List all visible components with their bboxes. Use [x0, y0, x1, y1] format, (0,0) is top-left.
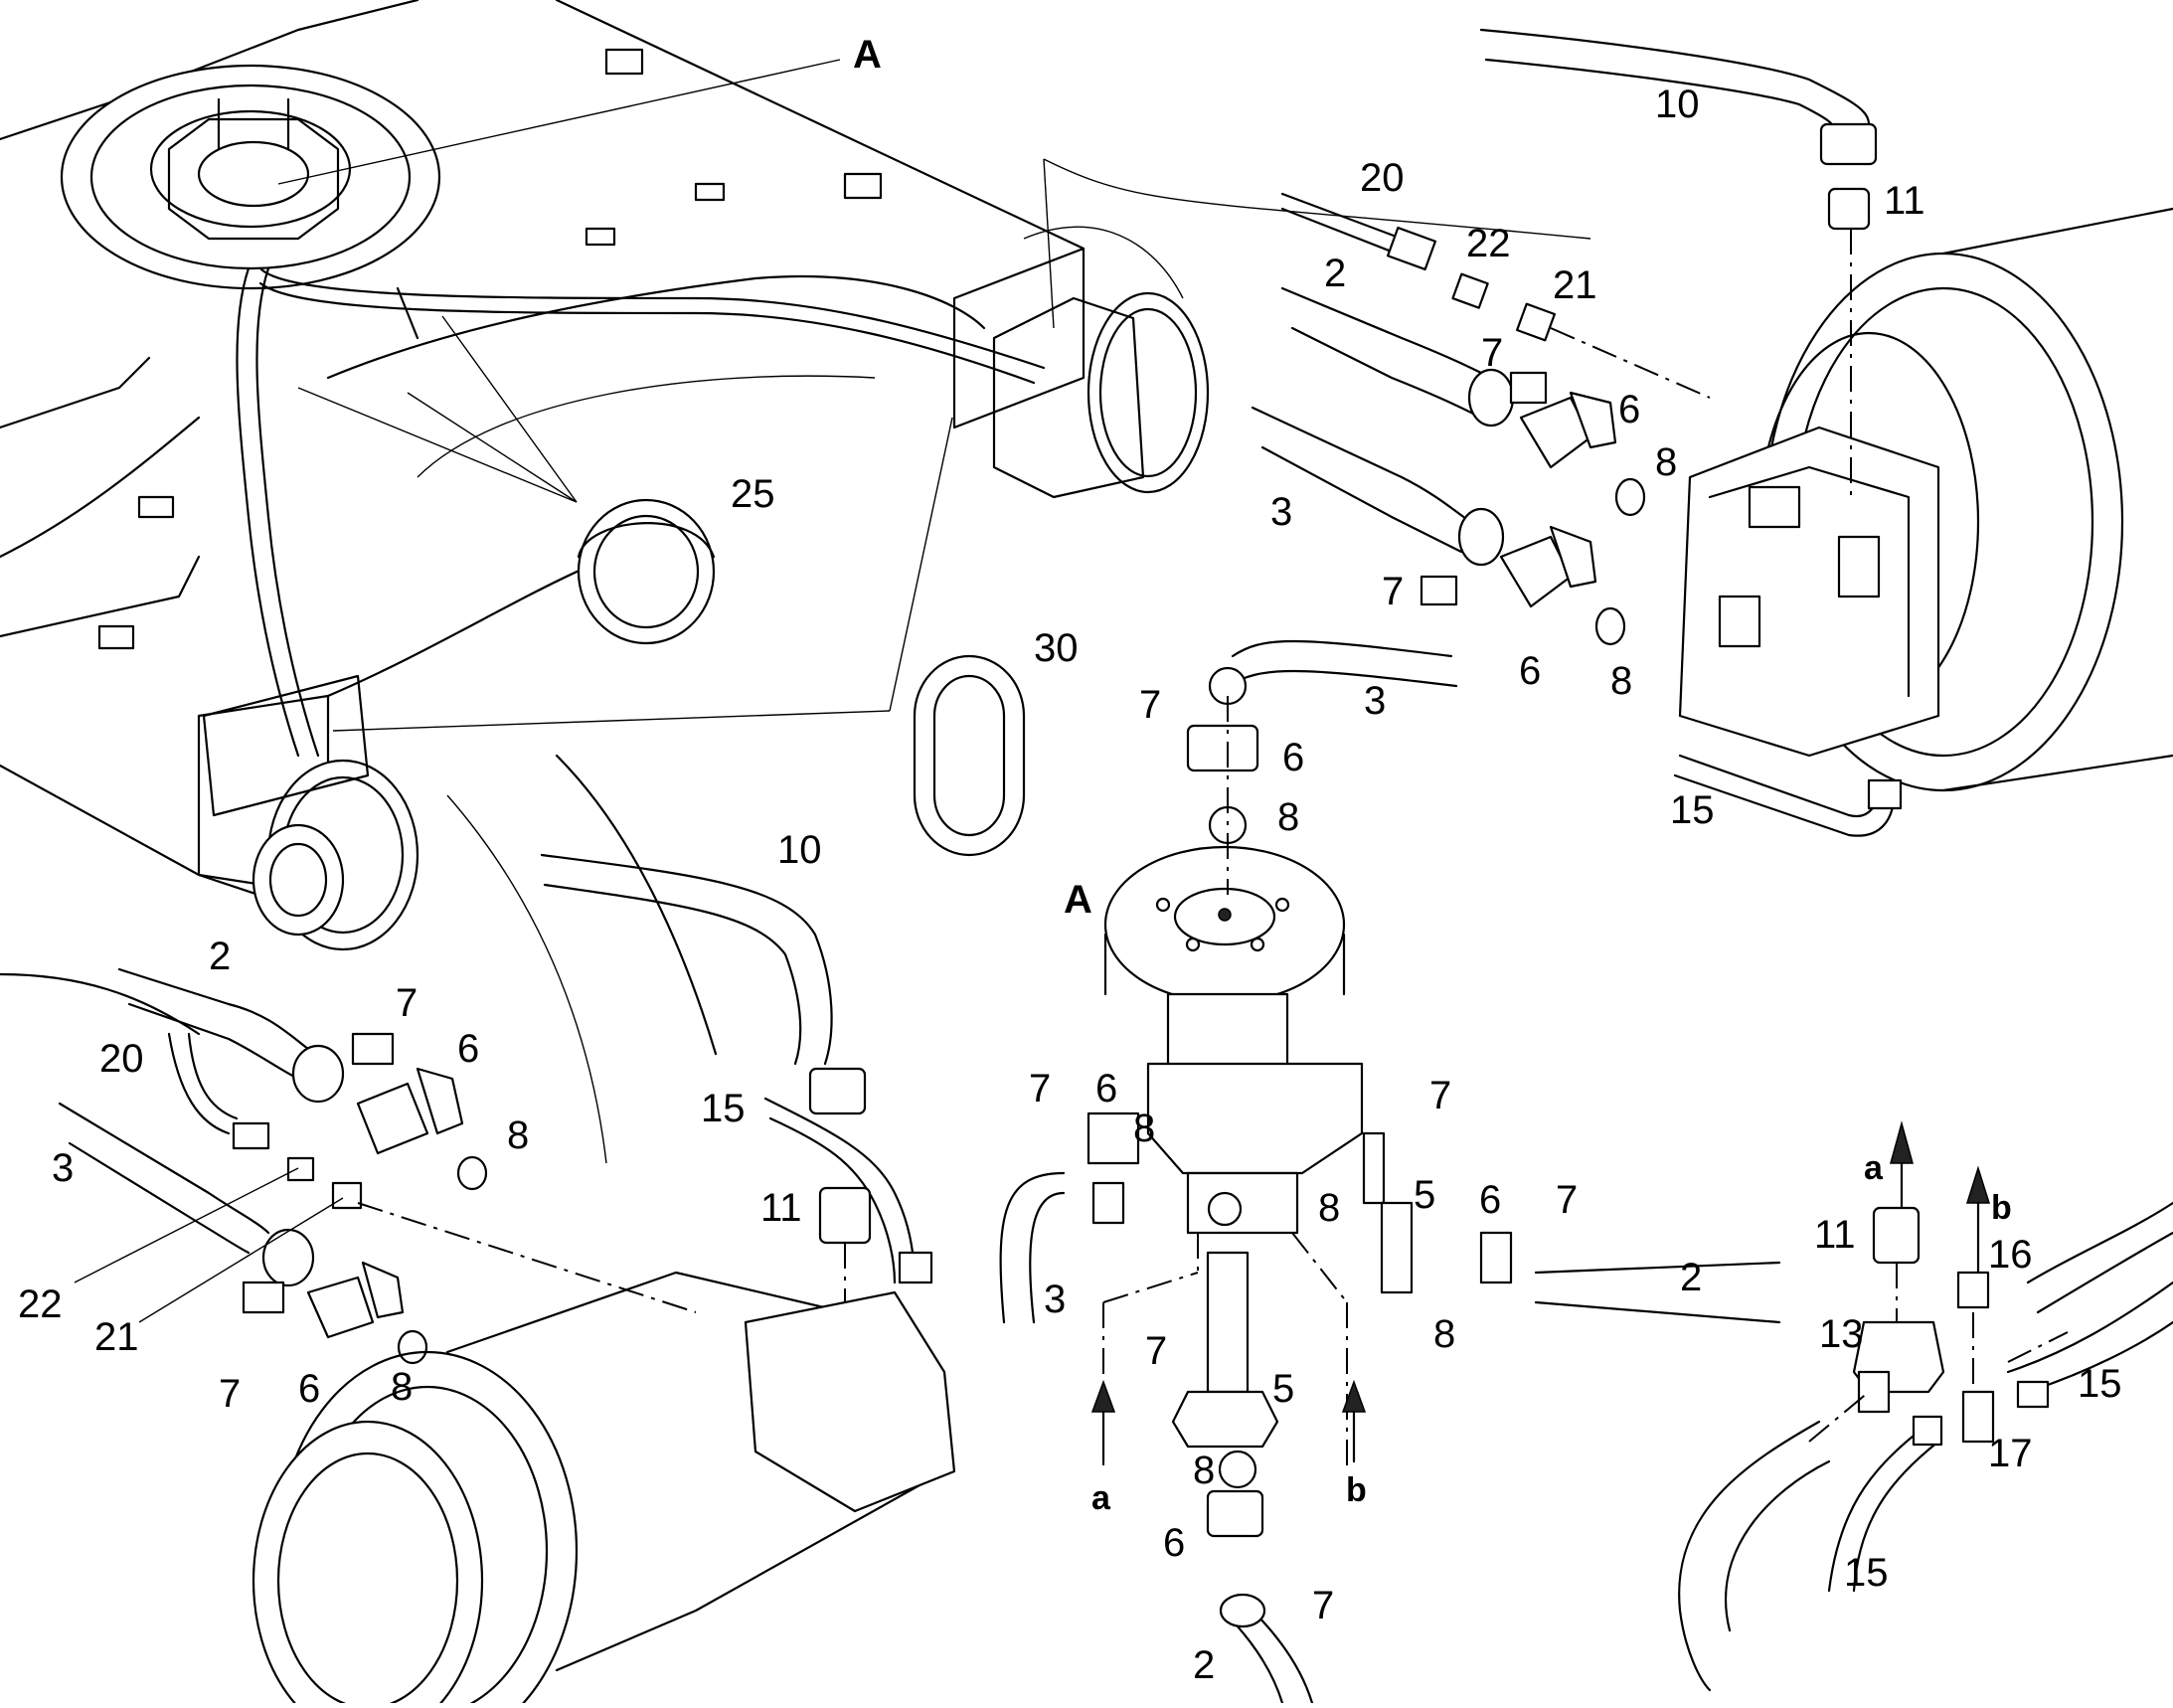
callout-7: 7 — [1429, 1074, 1451, 1117]
leader-lines — [277, 59, 1591, 1164]
callout-7: 7 — [1145, 1329, 1167, 1373]
callout-3: 3 — [52, 1146, 74, 1190]
callout-8: 8 — [1610, 659, 1632, 703]
leader-22-21 — [74, 1167, 344, 1323]
hose-2-center-bottom — [1171, 1251, 1314, 1705]
callout-7: 7 — [396, 981, 418, 1025]
arrow-b — [1341, 1379, 1367, 1463]
callout-13: 13 — [1819, 1312, 1864, 1356]
callout-5: 5 — [1272, 1367, 1294, 1411]
callout-16: 16 — [1988, 1233, 2033, 1277]
callout-5: 5 — [1414, 1173, 1435, 1217]
hydraulic-motor-upper — [1678, 207, 2173, 792]
callout-7: 7 — [1029, 1067, 1051, 1110]
rotary-joint — [1103, 845, 1364, 1235]
callout-21: 21 — [1553, 263, 1597, 307]
callout-25: 25 — [731, 472, 775, 516]
callout-2: 2 — [1324, 252, 1346, 295]
callout-8: 8 — [391, 1365, 413, 1409]
callout-15: 15 — [1670, 788, 1715, 832]
callout-7: 7 — [1382, 570, 1404, 613]
callout-7: 7 — [1139, 683, 1161, 727]
callout-20: 20 — [1360, 156, 1405, 200]
hose-2-left — [117, 967, 488, 1191]
labels: A A 10 11 20 22 21 2 7 6 8 3 7 6 8 15 25… — [18, 33, 2122, 1687]
callout-8: 8 — [1133, 1107, 1155, 1150]
callout-3: 3 — [1364, 679, 1386, 723]
port-label-a: a — [1091, 1479, 1111, 1517]
hose-2-center-right — [1362, 1131, 1781, 1324]
callout-3: 3 — [1044, 1278, 1066, 1321]
callout-20: 20 — [99, 1037, 144, 1081]
callout-15: 15 — [2078, 1362, 2122, 1406]
ring-seal-30 — [913, 654, 1026, 857]
hydraulic-motor-lower — [251, 1271, 956, 1708]
callout-6: 6 — [1519, 649, 1541, 693]
callout-7: 7 — [219, 1372, 241, 1416]
callout-7: 7 — [1481, 331, 1503, 375]
hose-20-left — [167, 1032, 697, 1313]
callout-7: 7 — [1312, 1584, 1334, 1627]
hose-15-top — [1673, 754, 1903, 837]
port-label-a-detail: a — [1864, 1149, 1884, 1187]
callout-8: 8 — [1193, 1449, 1215, 1492]
hose-15-mid — [763, 1097, 933, 1284]
sprocket-lower — [202, 674, 419, 951]
view-label-a-center: A — [1064, 878, 1092, 922]
detail-fittings — [1678, 1201, 2173, 1692]
callout-8: 8 — [1433, 1312, 1455, 1356]
callout-10: 10 — [1655, 83, 1700, 126]
ring-seal-25 — [577, 498, 716, 645]
callout-6: 6 — [1095, 1067, 1117, 1110]
callout-8: 8 — [507, 1113, 529, 1157]
view-label-a-top: A — [853, 33, 882, 77]
hose-3-top — [1251, 406, 1626, 646]
callout-15: 15 — [701, 1087, 746, 1130]
callout-11: 11 — [1884, 179, 1925, 223]
callout-30: 30 — [1034, 626, 1079, 670]
callout-3: 3 — [1270, 490, 1292, 534]
callout-6: 6 — [457, 1027, 479, 1071]
callout-6: 6 — [1479, 1178, 1501, 1222]
undercarriage-frame — [0, 0, 1086, 1056]
hose-3-left — [58, 1102, 428, 1365]
callout-2: 2 — [1680, 1256, 1702, 1299]
slewing-ring — [60, 64, 441, 290]
port-label-b: b — [1346, 1471, 1367, 1509]
hose-3-center-left — [999, 1111, 1140, 1324]
hose-2-top — [1280, 286, 1646, 517]
arrow-a — [1090, 1379, 1116, 1463]
callout-2: 2 — [209, 935, 231, 978]
callout-8: 8 — [1318, 1186, 1340, 1230]
callout-7: 7 — [1556, 1178, 1578, 1222]
callout-6: 6 — [1618, 388, 1640, 431]
hose-10-top — [1479, 28, 1878, 497]
arrow-b-detail — [1965, 1165, 1991, 1275]
hose-20-top — [1280, 192, 1711, 399]
callout-15: 15 — [1844, 1551, 1889, 1595]
callout-11: 11 — [1814, 1213, 1856, 1257]
callout-8: 8 — [1655, 440, 1677, 484]
callout-10: 10 — [777, 828, 822, 872]
callout-17: 17 — [1988, 1432, 2033, 1475]
callout-22: 22 — [18, 1282, 63, 1326]
callout-6: 6 — [1282, 736, 1304, 779]
hose-routing — [236, 266, 1046, 758]
arrow-a-detail — [1890, 1120, 1914, 1210]
callout-22: 22 — [1466, 222, 1511, 265]
callout-6: 6 — [298, 1367, 320, 1411]
callout-8: 8 — [1277, 795, 1299, 839]
sprocket-upper — [992, 291, 1210, 499]
callout-21: 21 — [94, 1315, 139, 1359]
callout-11: 11 — [760, 1186, 802, 1230]
hose-3-center-top — [1186, 639, 1458, 895]
callout-6: 6 — [1163, 1521, 1185, 1565]
port-label-b-detail: b — [1991, 1189, 2012, 1227]
hose-10-mid — [540, 853, 867, 1115]
callout-2: 2 — [1193, 1643, 1215, 1687]
